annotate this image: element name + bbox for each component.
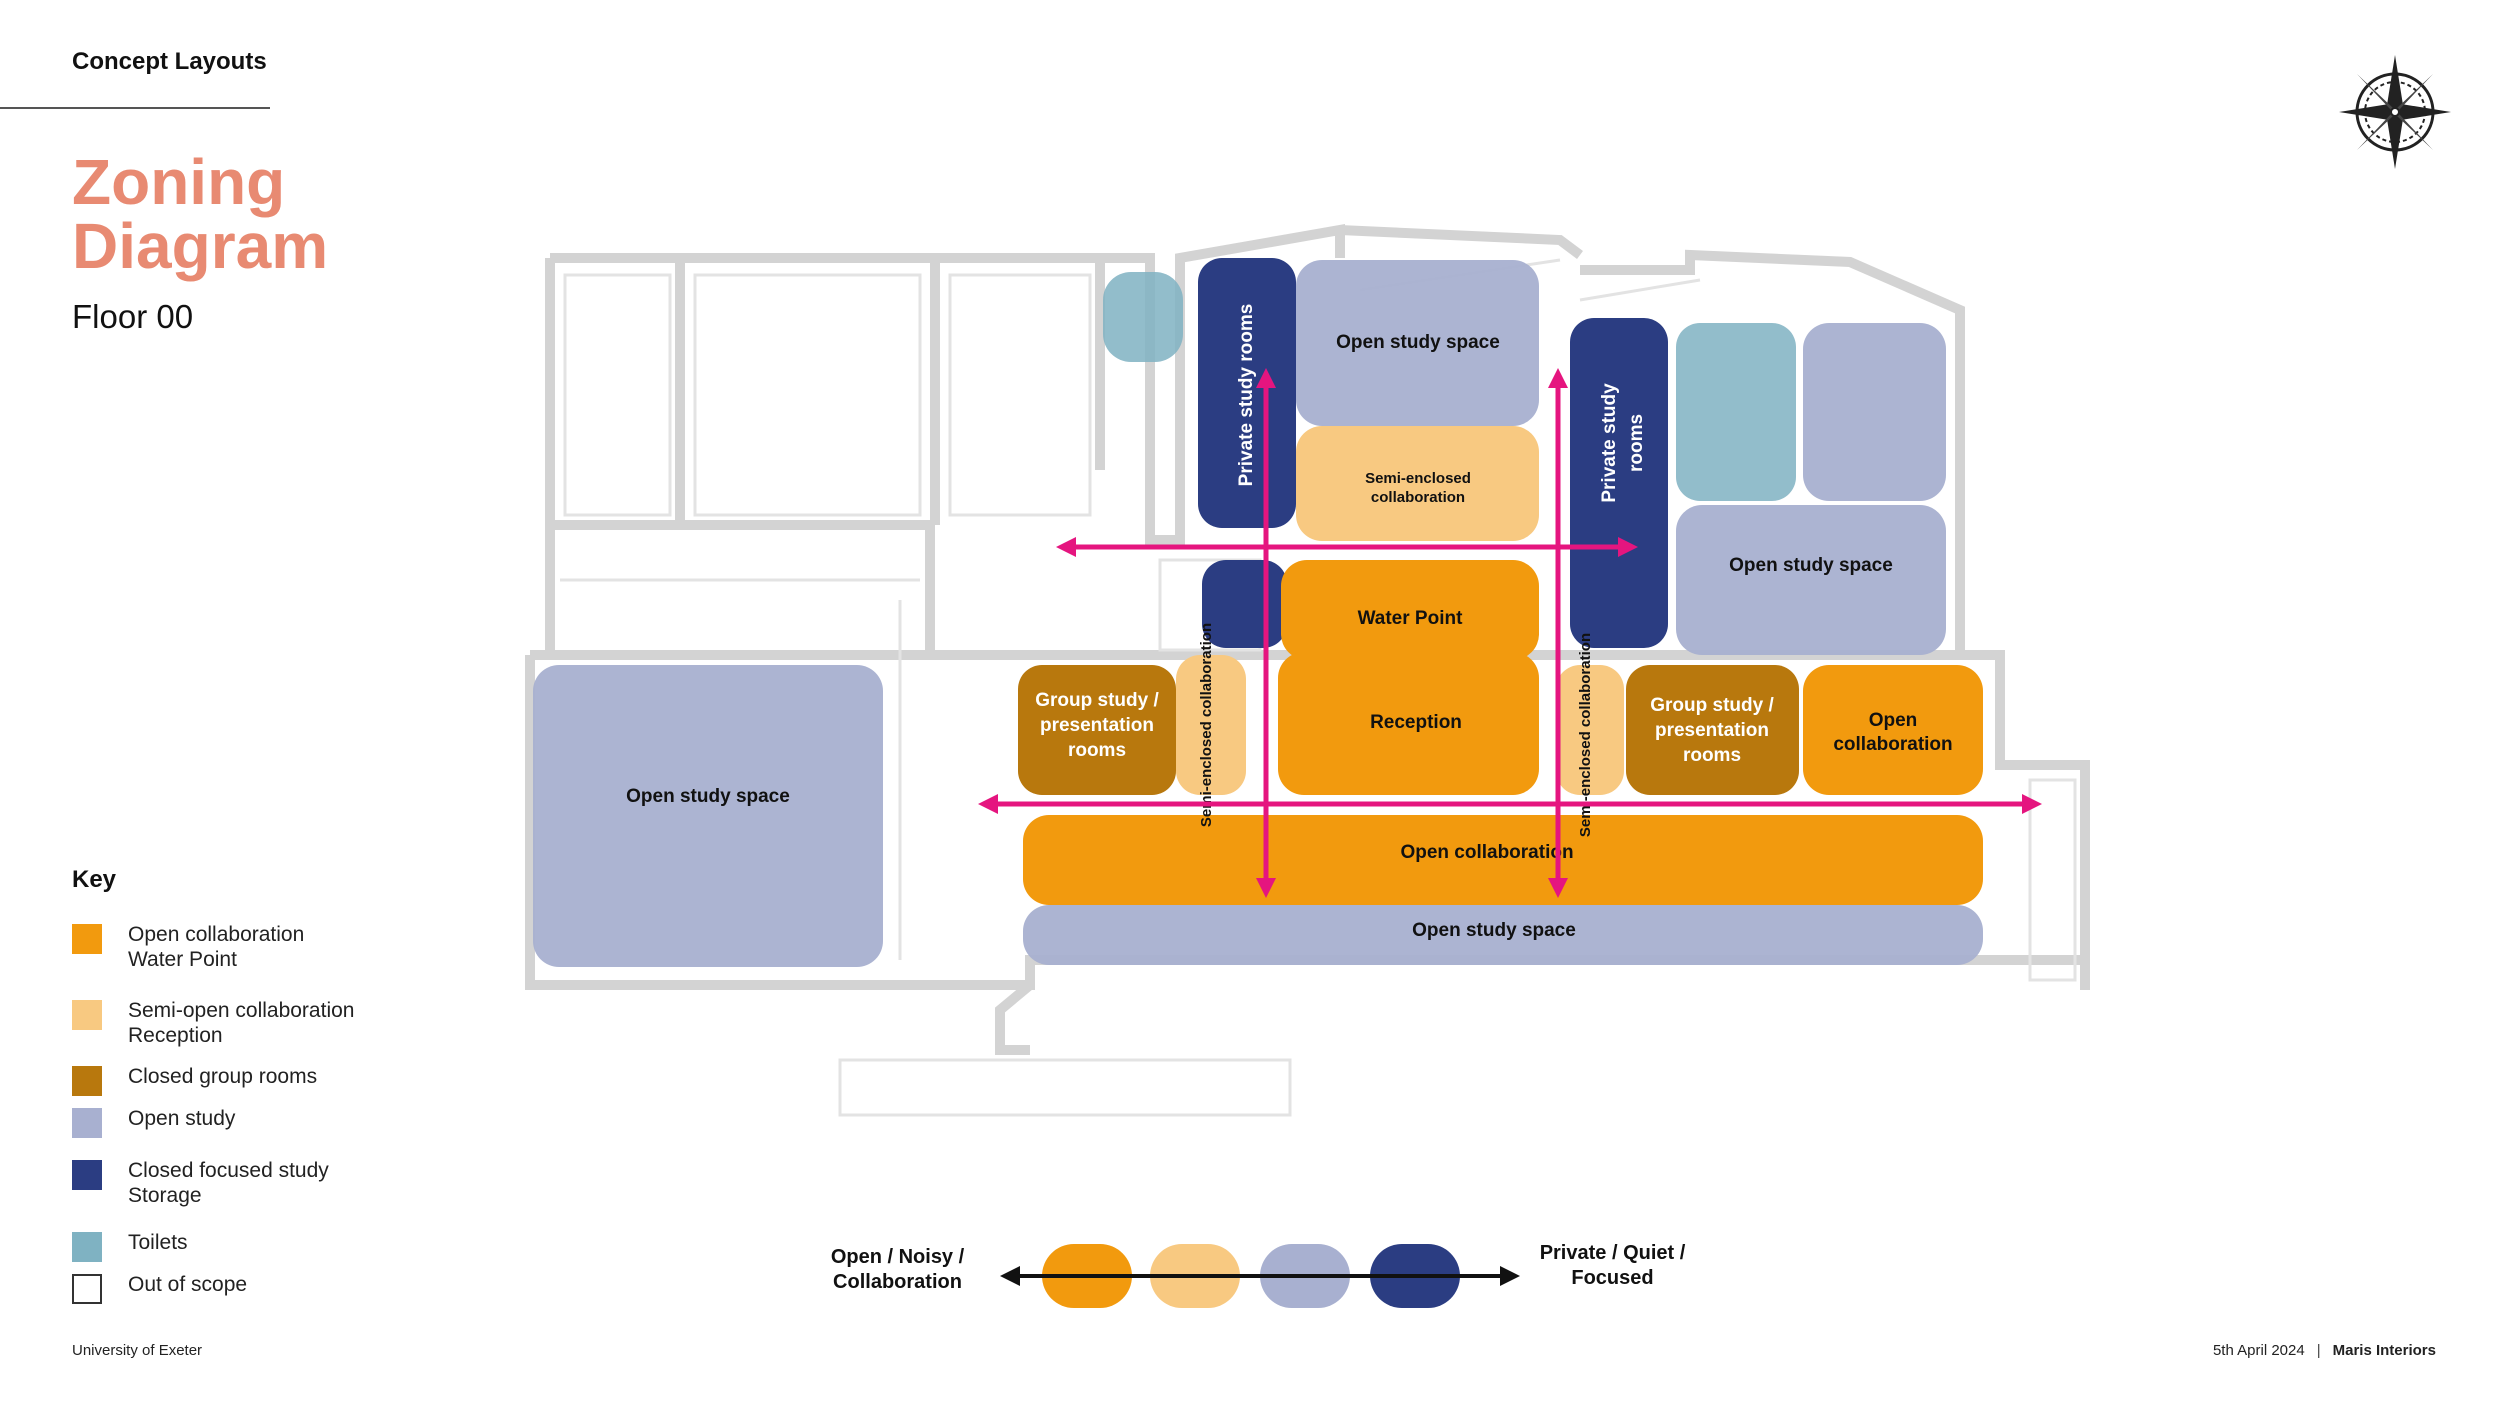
zone-blocks [533,258,1983,967]
footer-company: Maris Interiors [2332,1342,2436,1359]
zone-group-study-left [1018,665,1176,795]
label-group-study-right-l3: rooms [1683,745,1741,766]
key-label: Semi-open collaboration [128,999,355,1022]
key-swatch [72,1160,102,1190]
footer-client: University of Exeter [72,1342,203,1359]
zone-open-study-right [1676,505,1946,655]
key-label: Storage [128,1184,202,1207]
section-title: Concept Layouts [72,48,267,75]
label-group-study-left-l2: presentation [1040,715,1154,736]
key-swatch [72,1000,102,1030]
label-open-study-top: Open study space [1336,332,1500,353]
label-semi-enclosed-top-l1: Semi-enclosed [1365,470,1471,487]
key-label: Reception [128,1024,223,1047]
zone-open-collab-right [1803,665,1983,795]
label-group-study-right-l2: presentation [1655,720,1769,741]
label-open-study-right: Open study space [1729,555,1893,576]
key-swatch [72,1274,102,1304]
circulation-arrows [978,368,2042,898]
scale-left-line1: Open / Noisy / [830,1246,965,1268]
scale-right-label: Private / Quiet / Focused [1520,1241,1705,1291]
scale-left-line2: Collaboration [833,1271,962,1293]
zone-semi-enclosed-top [1296,426,1539,541]
scale-left-label: Open / Noisy / Collaboration [805,1245,990,1295]
zone-reception [1278,652,1539,795]
label-open-study-bottom: Open study space [1412,920,1576,941]
page-title: Zoning Diagram [72,150,328,278]
key-swatch [72,924,102,954]
zone-open-study-right-top [1803,323,1946,501]
zone-open-study-top [1296,260,1539,426]
label-open-study-left: Open study space [626,786,790,807]
zone-water-point [1281,560,1539,660]
zone-toilets-top [1103,272,1183,362]
label-group-study-left-l1: Group study / [1035,690,1159,711]
label-open-collab-bottom: Open collaboration [1400,842,1573,863]
label-reception: Reception [1370,712,1462,733]
zone-private-study-2 [1570,318,1668,648]
key-swatch [72,1108,102,1138]
page-title-line1: Zoning [72,146,286,218]
key-label: Toilets [128,1231,188,1254]
label-open-collab-right-l1: Open [1869,710,1918,731]
key-item-open-study: Open study [72,1106,235,1138]
key-label: Water Point [128,948,237,971]
key-label: Closed focused study [128,1159,329,1182]
label-group-study-left-l3: rooms [1068,740,1126,761]
key-item-out-of-scope: Out of scope [72,1272,247,1304]
key-item-closed-focus: Closed focused study Storage [72,1158,329,1208]
key-item-open-collab: Open collaboration Water Point [72,922,304,972]
scale-right-line1: Private / Quiet / [1539,1242,1686,1264]
label-private-study-2-l1: Private study [1599,383,1620,503]
key-item-semi-open: Semi-open collaboration Reception [72,998,354,1048]
key-label: Out of scope [128,1273,248,1296]
scale-right-line2: Focused [1571,1267,1654,1289]
key-swatch [72,1232,102,1262]
label-semi-enclosed-v2: Semi-enclosed collaboration [1577,633,1594,837]
page-title-line2: Diagram [72,210,329,282]
label-group-study-right-l1: Group study / [1650,695,1774,716]
label-water-point: Water Point [1358,608,1464,629]
zone-group-study-right [1626,665,1799,795]
label-private-study-1: Private study rooms [1236,304,1257,487]
key-label: Open study [128,1107,236,1130]
key-label: Open collaboration [128,923,305,946]
label-private-study-2-l2: rooms [1626,414,1647,472]
key-swatch [72,1066,102,1096]
privacy-scale [1000,1244,1520,1308]
label-open-collab-right-l2: collaboration [1833,734,1952,755]
zone-semi-enclosed-v2 [1556,665,1624,795]
floor-subtitle: Floor 00 [72,298,194,335]
zone-semi-enclosed-v1 [1176,655,1246,795]
zone-toilets-right [1676,323,1796,501]
footer-date: 5th April 2024 [2212,1342,2305,1359]
zone-open-study-bottom [1023,905,1983,965]
key-title: Key [72,866,117,893]
compass-icon [2339,55,2451,169]
footer-meta: 5th April 2024 | Maris Interiors [2213,1342,2436,1359]
zone-labels: Open study space Private study rooms Ope… [626,304,1952,941]
zone-open-study-left [533,665,883,967]
label-semi-enclosed-top-l2: collaboration [1371,489,1465,506]
header-divider [0,107,270,109]
key-item-closed-group: Closed group rooms [72,1064,317,1096]
footer-separator: | [2316,1342,2321,1359]
key-label: Closed group rooms [128,1065,318,1088]
label-semi-enclosed-v1: Semi-enclosed collaboration [1198,623,1215,827]
key-item-toilets: Toilets [72,1230,188,1262]
